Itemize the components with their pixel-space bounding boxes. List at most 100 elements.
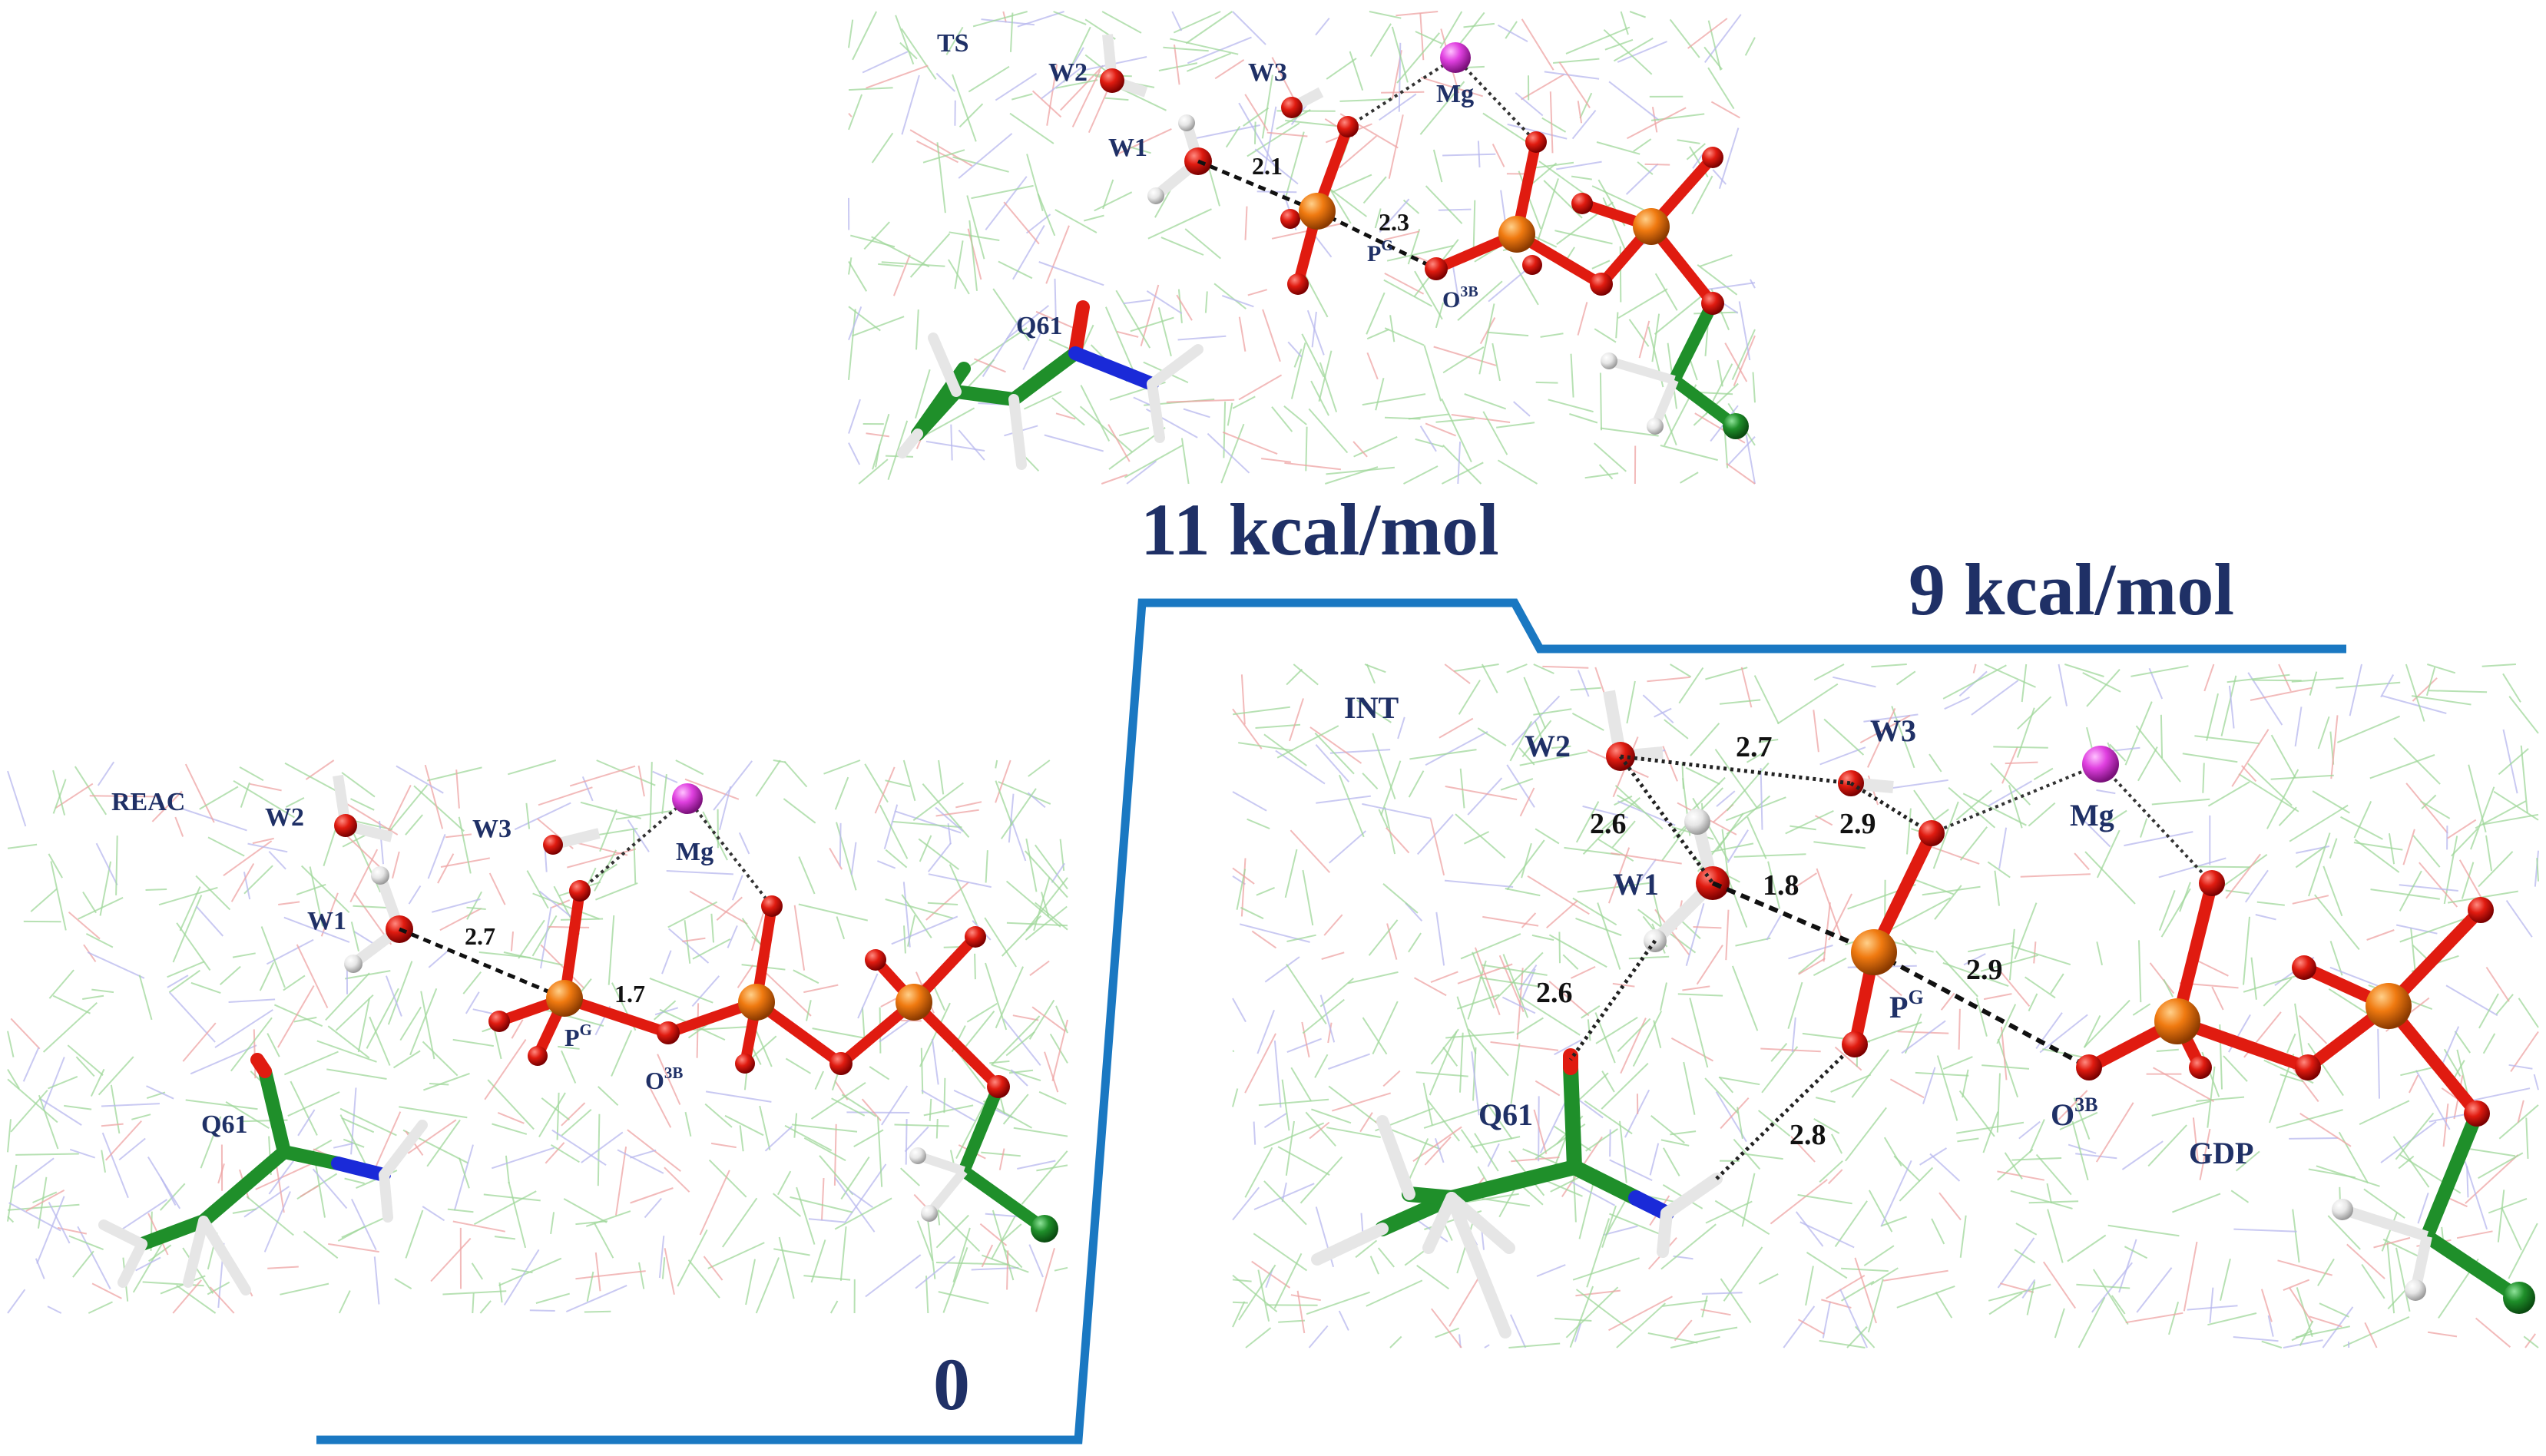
wireframe-bond (1293, 349, 1303, 368)
wireframe-bond (1263, 1122, 1325, 1149)
wireframe-bond (1463, 22, 1495, 28)
wireframe-bond (142, 1281, 204, 1287)
wireframe-bond (1523, 677, 1547, 730)
wireframe-bond (1962, 793, 2027, 826)
wireframe-bond (1626, 680, 1636, 724)
wireframe-bond (2033, 941, 2037, 964)
wireframe-bond (185, 1099, 258, 1110)
wireframe-bond (755, 759, 781, 797)
wireframe-bond (704, 1103, 733, 1128)
wireframe-bond (1582, 805, 1629, 819)
wireframe-bond (2405, 783, 2448, 834)
wireframe-bond (1204, 291, 1208, 313)
wireframe-bond (2014, 902, 2038, 960)
wireframe-bond (904, 1126, 929, 1153)
wireframe-bond (2289, 804, 2349, 842)
wireframe-bond (2307, 1042, 2344, 1097)
wireframe-bond (2412, 945, 2428, 960)
wireframe-bond (2042, 1261, 2077, 1309)
wireframe-bond (505, 1155, 510, 1184)
wireframe-bond (1378, 809, 1389, 829)
wireframe-bond (343, 1138, 365, 1148)
wireframe-bond (2292, 895, 2329, 905)
wireframe-bond (2289, 1137, 2338, 1140)
wireframe-bond (1006, 1250, 1009, 1290)
wireframe-bond (1429, 1031, 1458, 1096)
wireframe-bond (1038, 261, 1104, 286)
wireframe-bond (810, 1081, 866, 1120)
wireframe-bond (661, 1257, 666, 1279)
wireframe-bond (2283, 1339, 2323, 1348)
wireframe-bond (494, 1236, 516, 1240)
wireframe-bond (1697, 264, 1738, 296)
wireframe-bond (915, 1256, 956, 1289)
wireframe-bond (2330, 715, 2339, 779)
wireframe-bond (325, 972, 370, 1021)
wireframe-bond (992, 288, 1030, 342)
wireframe-bond (848, 257, 853, 275)
wireframe-bond (1726, 796, 1786, 822)
wireframe-bond (1539, 1097, 1568, 1153)
wireframe-bond (1685, 766, 1720, 786)
wireframe-bond (955, 801, 982, 809)
wireframe-bond (1564, 846, 1621, 856)
wireframe-bond (1353, 435, 1398, 458)
wireframe-bond (1468, 1028, 1509, 1077)
wireframe-bond (1518, 995, 1581, 1036)
wireframe-bond (2370, 888, 2440, 900)
int-hbond-w2-w1 (1618, 755, 1715, 885)
wireframe-bond (1049, 1033, 1068, 1064)
wireframe-bond (968, 327, 1028, 367)
wireframe-bond (1542, 665, 1589, 669)
wireframe-bond (131, 1114, 151, 1120)
wireframe-bond (2518, 998, 2539, 1028)
wireframe-bond (1481, 964, 1548, 976)
wireframe-bond (2067, 1234, 2107, 1262)
wireframe-bond (1586, 1218, 1611, 1288)
wireframe-bond (1680, 472, 1699, 484)
wireframe-bond (865, 1254, 922, 1298)
wireframe-bond (1670, 1130, 1697, 1136)
wireframe-bond (1500, 778, 1534, 791)
wireframe-bond (2160, 714, 2164, 759)
wireframe-bond (1286, 934, 1316, 942)
wireframe-bond (1238, 102, 1276, 167)
energy-reac: 0 (933, 1343, 970, 1425)
wireframe-bond (1492, 144, 1505, 167)
wireframe-bond (1321, 951, 1345, 960)
wireframe-bond (945, 26, 964, 55)
wireframe-bond (2421, 794, 2437, 809)
wireframe-bond (1055, 1005, 1068, 1034)
wireframe-bond (1482, 1197, 1530, 1207)
wireframe-bond (2278, 663, 2292, 692)
wireframe-bond (1038, 1090, 1067, 1105)
wireframe-bond (1415, 31, 1442, 45)
wireframe-bond (1163, 46, 1209, 52)
wireframe-bond (1731, 965, 1759, 1031)
wireframe-bond (1482, 112, 1530, 144)
wireframe-bond (2329, 941, 2343, 976)
wireframe-bond (922, 783, 970, 838)
wireframe-bond (739, 1125, 744, 1152)
wireframe-bond (1627, 107, 1687, 140)
wireframe-bond (2138, 940, 2142, 1003)
int-dist-q61-o: 2.8 (1789, 1119, 1826, 1151)
wireframe-bond (346, 802, 399, 836)
wireframe-bond (1554, 230, 1613, 245)
wireframe-bond (439, 908, 482, 932)
wireframe-bond (1997, 1038, 2019, 1098)
wireframe-bond (366, 988, 399, 1049)
wireframe-bond (1823, 718, 1865, 756)
wireframe-bond (649, 977, 713, 1004)
wireframe-bond (99, 861, 112, 916)
wireframe-bond (514, 802, 571, 831)
wireframe-bond (1094, 191, 1133, 212)
wireframe-bond (841, 1094, 877, 1117)
wireframe-bond (684, 920, 691, 964)
wireframe-bond (2400, 1066, 2435, 1077)
wireframe-bond (1028, 1244, 1044, 1278)
wireframe-bond (452, 1038, 494, 1047)
wireframe-bond (615, 1147, 627, 1216)
wireframe-bond (2158, 857, 2227, 879)
wireframe-bond (1956, 1121, 2025, 1134)
